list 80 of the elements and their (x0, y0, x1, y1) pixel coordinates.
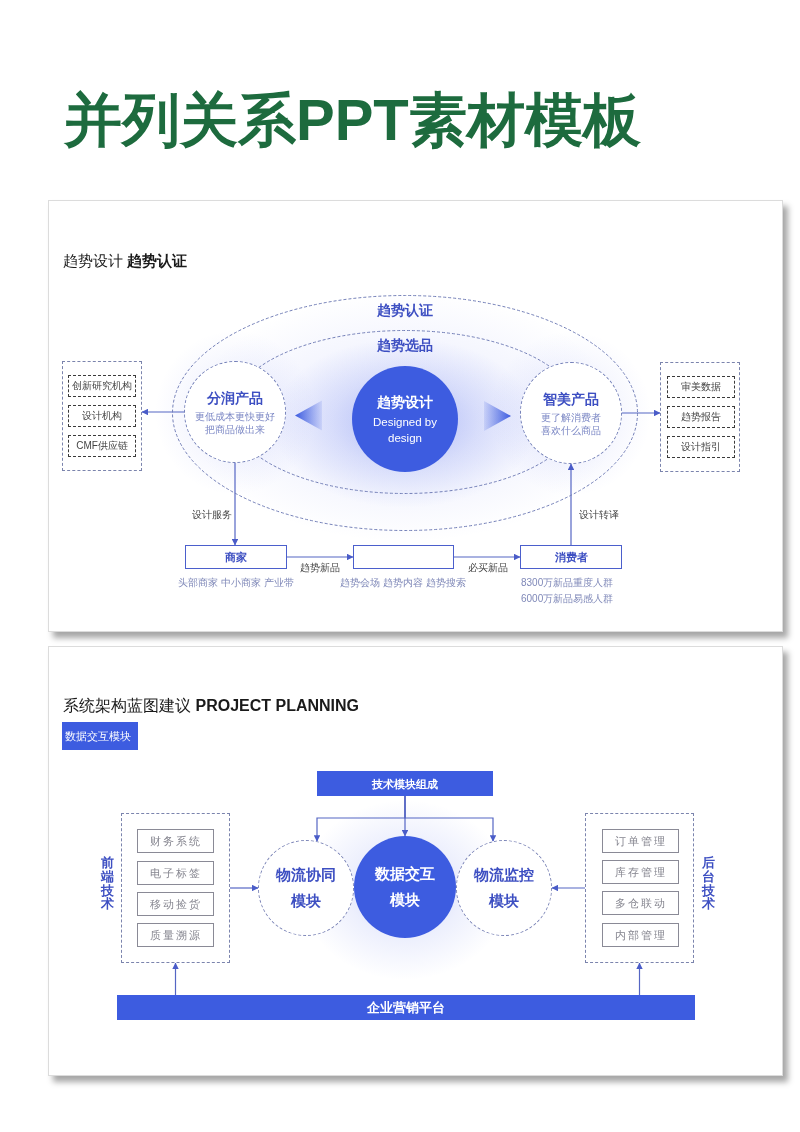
label-box (667, 406, 735, 428)
arrow (404, 795, 497, 842)
node-text: 商家 (225, 550, 247, 564)
label-box (68, 405, 136, 427)
section-heading: 趋势设计 趋势认证 (63, 251, 188, 271)
arrow (551, 884, 586, 892)
group-heading: 前端技术 (101, 857, 114, 912)
module-box (602, 829, 679, 853)
arrow (286, 553, 354, 561)
group-heading: 后台技术 (702, 857, 715, 912)
arrow (636, 962, 643, 996)
chevron-arrow (295, 400, 322, 431)
node-text: 内部管理 (614, 928, 667, 942)
label-box (68, 375, 136, 397)
module-box (602, 860, 679, 884)
flow-box (185, 545, 287, 569)
module-box (602, 891, 679, 915)
node-text: CMF供应链 (76, 440, 128, 452)
dashed-group-frame (660, 362, 740, 472)
arrow (172, 962, 179, 996)
arrow (141, 408, 185, 416)
arrow (229, 884, 259, 892)
edge-label: 设计服务 (191, 508, 233, 521)
node-text: 设计指引 (681, 441, 721, 453)
flow-box (520, 545, 622, 569)
page-title: 并列关系PPT素材模板 (64, 86, 641, 154)
section-tag (62, 722, 138, 750)
circle-subtitle: 更了解消费者喜欢什么商品 (540, 410, 602, 437)
module-box (137, 892, 214, 916)
circle-title: 分润产品 (207, 388, 263, 407)
node-text: 多仓联动 (614, 896, 667, 910)
node-text: 审美数据 (681, 381, 721, 393)
label-box (667, 436, 735, 458)
tech-group (585, 813, 716, 963)
node-text: 电子标签 (149, 866, 202, 880)
tag-text: 数据交互模块 (64, 729, 131, 743)
arrow (621, 409, 661, 417)
module-box (137, 861, 214, 885)
chevron-arrow (484, 401, 511, 431)
header-bar (317, 771, 493, 796)
tech-group (99, 813, 230, 963)
bar-text: 技术模块组成 (372, 776, 438, 791)
flow-box (353, 545, 454, 569)
circle-title: 智美产品 (543, 389, 599, 408)
arrow (453, 553, 521, 561)
label-box (68, 435, 136, 457)
node-text: 创新研究机构 (72, 380, 132, 392)
dashed-group-frame (62, 361, 142, 471)
beside-note: 6000万新品易感人群 (521, 592, 614, 605)
ellipse-title: 趋势认证 (377, 301, 433, 319)
edge-label: 趋势新品 (299, 561, 341, 574)
section-heading: 系统架构蓝图建议 PROJECT PLANNING (63, 696, 360, 716)
circle-subtitle: 更低成本更快更好把商品做出来 (194, 409, 276, 436)
beside-note: 8300万新品重度人群 (521, 576, 614, 589)
node-text: 移动捡货 (149, 897, 202, 911)
beside-note: 趋势会场 趋势内容 趋势搜索 (340, 576, 466, 589)
label-box (667, 376, 735, 398)
node-text: 财务系统 (149, 834, 202, 848)
arrow (231, 462, 239, 546)
module-box (137, 829, 214, 853)
module-box (137, 923, 214, 947)
circle-title: 物流协同模块 (276, 866, 336, 911)
node-text: 设计机构 (82, 410, 122, 422)
bar-text: 企业营销平台 (367, 999, 445, 1016)
ellipse-title: 趋势选品 (377, 336, 433, 354)
node-text: 趋势报告 (681, 411, 721, 423)
beside-note: 头部商家 中小商家 产业带 (178, 576, 294, 589)
platform-bar (117, 995, 695, 1020)
circle-title: 数据交互模块 (375, 865, 435, 910)
circle-title: 物流监控模块 (474, 866, 534, 911)
node-text: 质量溯源 (149, 928, 202, 942)
node-text: 消费者 (554, 550, 588, 564)
circle-title: 趋势设计 (377, 392, 433, 411)
circle-subtitle: Designed by design (372, 414, 438, 446)
node-text: 订单管理 (614, 834, 667, 848)
module-box (602, 923, 679, 947)
arrow (567, 463, 575, 546)
edge-label: 必买新品 (467, 561, 509, 574)
edge-label: 设计转译 (578, 508, 620, 521)
node-text: 库存管理 (614, 865, 667, 879)
